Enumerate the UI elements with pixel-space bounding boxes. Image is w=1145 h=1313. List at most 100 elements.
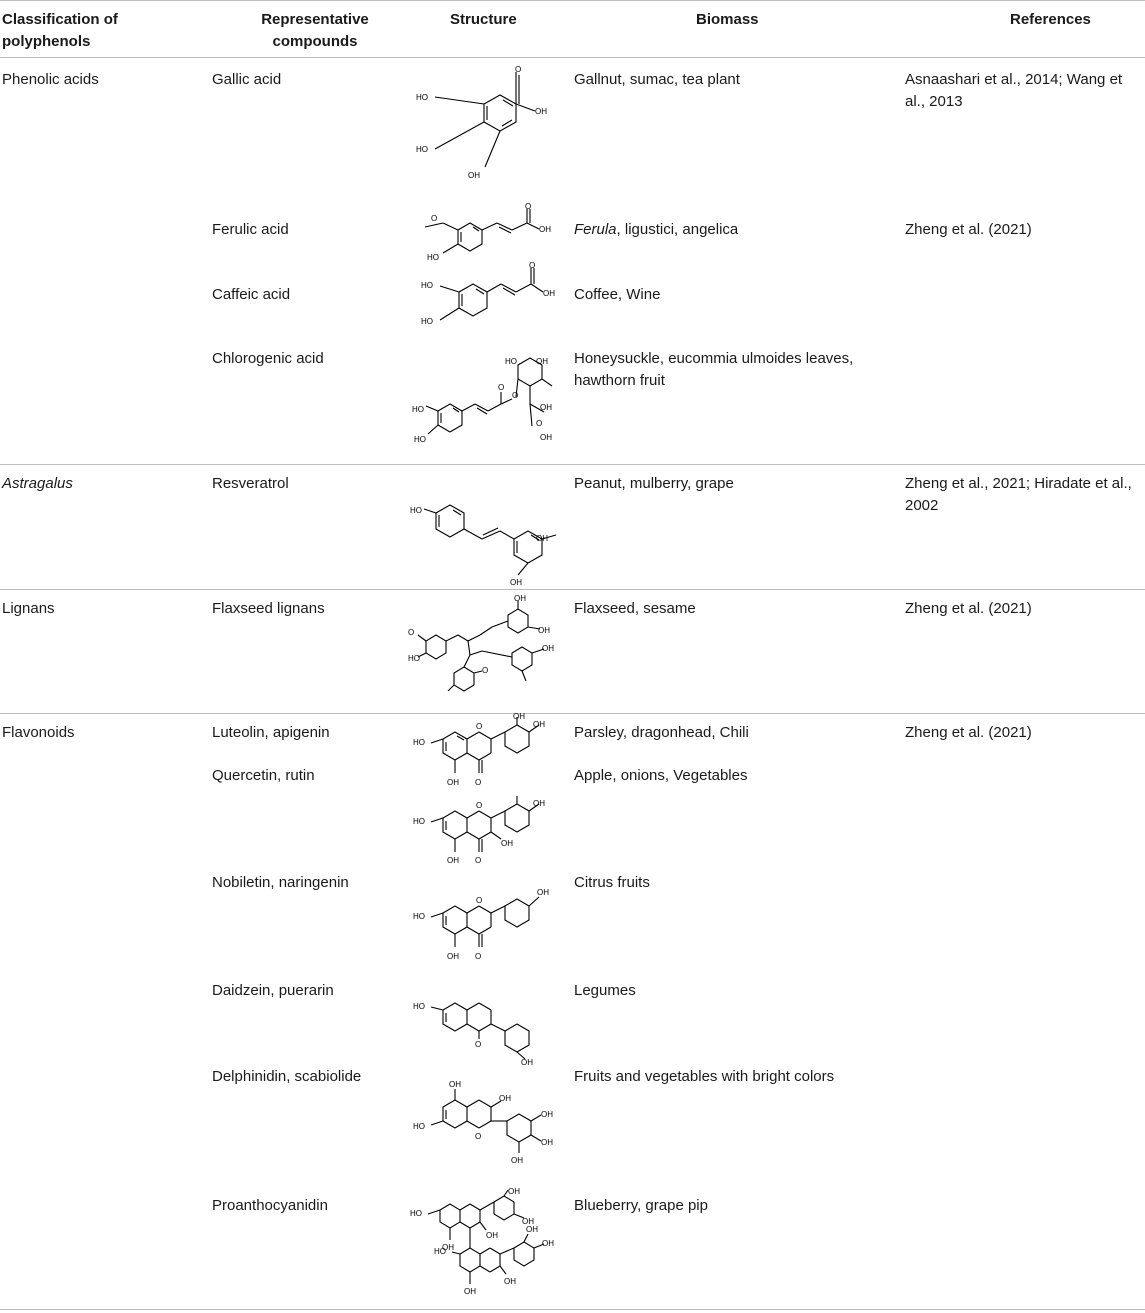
atom-label: OH (541, 1110, 553, 1119)
bond-line (478, 810, 492, 819)
bond-line (483, 94, 517, 132)
compound-name: Ferulic acid (212, 221, 289, 238)
atom-label: HO (427, 253, 439, 262)
atom-label: HO (410, 1209, 422, 1218)
compound-name: Caffeic acid (212, 286, 291, 303)
bond-line (466, 831, 480, 840)
bond-line (511, 222, 528, 231)
naringenin-structure: O HO OH O OH (413, 885, 563, 972)
bond-line (541, 378, 553, 387)
atom-label: O (525, 202, 531, 211)
bond-line (490, 831, 502, 840)
atom-label: HO (416, 145, 428, 154)
bond-line (513, 1213, 525, 1219)
atom-label: O (475, 778, 481, 787)
bond-line (467, 640, 471, 656)
biomass-text: Gallnut, sumac, tea plant (574, 71, 740, 88)
flaxseed-lignans-structure: O HO OH OH OH O (408, 594, 558, 700)
atom-label: OH (522, 1217, 534, 1226)
bond-line (473, 670, 483, 674)
proanthocyanidin-structure: HO OH OH OH OH HO OH OH OH OH (410, 1187, 560, 1313)
atom-label: OH (535, 107, 547, 116)
bond-line (457, 222, 483, 252)
group-rule (0, 589, 1145, 590)
bond-line (430, 912, 444, 918)
bond-line (427, 1209, 441, 1215)
biomass-text: Flaxseed, sesame (574, 600, 696, 617)
table-top-rule (0, 0, 1145, 1)
atom-label: O (515, 65, 521, 74)
bond-line (478, 731, 492, 740)
bond-line (466, 1099, 480, 1108)
bond-line (442, 222, 459, 231)
atom-label: HO (413, 738, 425, 747)
group-lignans: Lignans (2, 600, 55, 617)
atom-label: OH (499, 1094, 511, 1103)
compound-name: Quercetin, rutin (212, 767, 315, 784)
atom-label: HO (413, 817, 425, 826)
bond-line (479, 1221, 487, 1231)
group-rule (0, 464, 1145, 465)
bond-line (531, 648, 545, 654)
bond-line (453, 666, 475, 692)
bond-line (499, 1265, 507, 1275)
bond-line (500, 283, 517, 293)
bond-line (425, 405, 439, 412)
atom-label: HO (410, 506, 422, 515)
atom-label: HO (412, 405, 424, 414)
group-astragalus: Astragalus (2, 475, 73, 492)
biomass-text: Blueberry, grape pip (574, 1197, 708, 1214)
atom-label: HO (416, 93, 428, 102)
bond-line (515, 103, 536, 112)
compound-name: Nobiletin, naringenin (212, 874, 349, 891)
gallic-acid-structure: O OH HO HO OH (405, 62, 565, 192)
bond-line (430, 738, 444, 744)
atom-label: OH (510, 578, 522, 587)
atom-label: O (476, 896, 482, 905)
bond-line (458, 283, 488, 317)
reference-text: Zheng et al., 2021; Hiradate et al., 200… (905, 475, 1132, 514)
atom-label: HO (421, 317, 433, 326)
bond-line (487, 403, 502, 412)
bond-line (527, 626, 541, 630)
ferulic-acid-structure: O O OH HO (415, 202, 565, 270)
atom-label: OH (543, 289, 555, 298)
atom-label: OH (537, 888, 549, 897)
bond-line (434, 96, 485, 105)
atom-label: O (512, 391, 518, 400)
reference-text: Zheng et al. (2021) (905, 221, 1032, 238)
bond-line (430, 1006, 444, 1011)
bond-line (478, 1023, 492, 1032)
bond-line (479, 626, 493, 636)
atom-label: OH (521, 1058, 533, 1067)
bond-line (423, 508, 437, 514)
bond-line (479, 1247, 491, 1255)
biomass-text: Apple, onions, Vegetables (574, 767, 748, 784)
atom-label: OH (468, 171, 480, 180)
bond-line (528, 896, 540, 907)
bond-line (479, 1265, 491, 1273)
atom-label: OH (504, 1277, 516, 1286)
bond-line (486, 283, 502, 293)
bond-line (447, 684, 455, 692)
bond-line (466, 905, 480, 914)
bond-line (427, 424, 439, 435)
bond-line (507, 608, 529, 634)
daidzein-structure: HO O OH (413, 995, 563, 1072)
bond-line (523, 1233, 529, 1243)
bond-line (478, 752, 492, 761)
bond-line (445, 634, 459, 642)
bond-line (481, 222, 498, 231)
bond-line (469, 1203, 481, 1211)
bond-line (490, 1023, 506, 1032)
bond-line (474, 403, 489, 412)
reference-text: Zheng et al. (2021) (905, 600, 1032, 617)
atom-label: O (536, 419, 542, 428)
atom-label: OH (464, 1287, 476, 1296)
bond-line (504, 898, 530, 928)
bond-line (430, 817, 444, 823)
bond-line (439, 307, 460, 321)
bond-line (481, 650, 513, 658)
chlorogenic-acid-structure: O O HO OH OH O OH HO HO (412, 354, 572, 459)
bond-line (498, 226, 512, 234)
